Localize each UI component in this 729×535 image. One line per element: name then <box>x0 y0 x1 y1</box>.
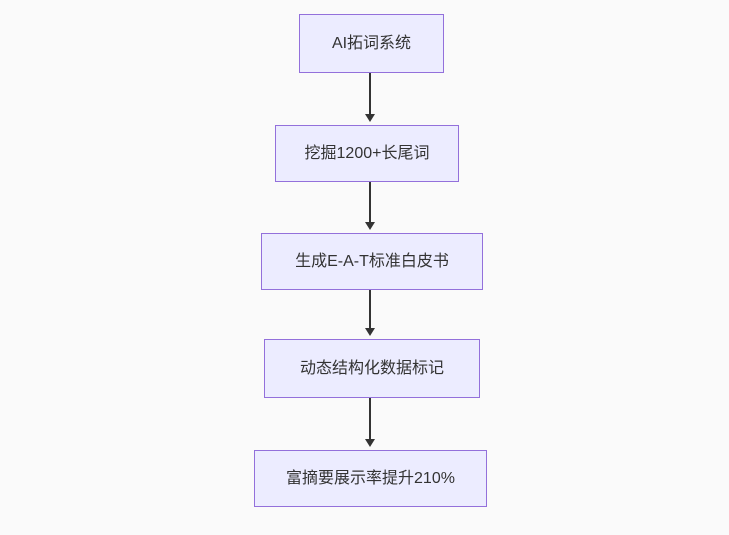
flow-node-label: 挖掘1200+长尾词 <box>304 144 430 162</box>
flow-arrow-down <box>365 398 375 447</box>
flow-arrow-down <box>365 182 375 230</box>
flow-node-structured-data: 动态结构化数据标记 <box>264 339 480 398</box>
flow-node-ai-word-expansion: AI拓词系统 <box>299 14 444 73</box>
flow-node-label: 生成E-A-T标准白皮书 <box>295 252 449 270</box>
flow-node-longtail-mining: 挖掘1200+长尾词 <box>275 125 459 182</box>
flow-arrow-down <box>365 73 375 122</box>
flow-node-label: 动态结构化数据标记 <box>299 359 444 377</box>
flow-arrow-down <box>365 290 375 336</box>
flow-node-eat-whitepaper: 生成E-A-T标准白皮书 <box>261 233 483 290</box>
flow-node-rich-snippet-result: 富摘要展示率提升210% <box>254 450 487 507</box>
flow-node-label: 富摘要展示率提升210% <box>286 469 455 487</box>
flow-node-label: AI拓词系统 <box>331 34 412 52</box>
